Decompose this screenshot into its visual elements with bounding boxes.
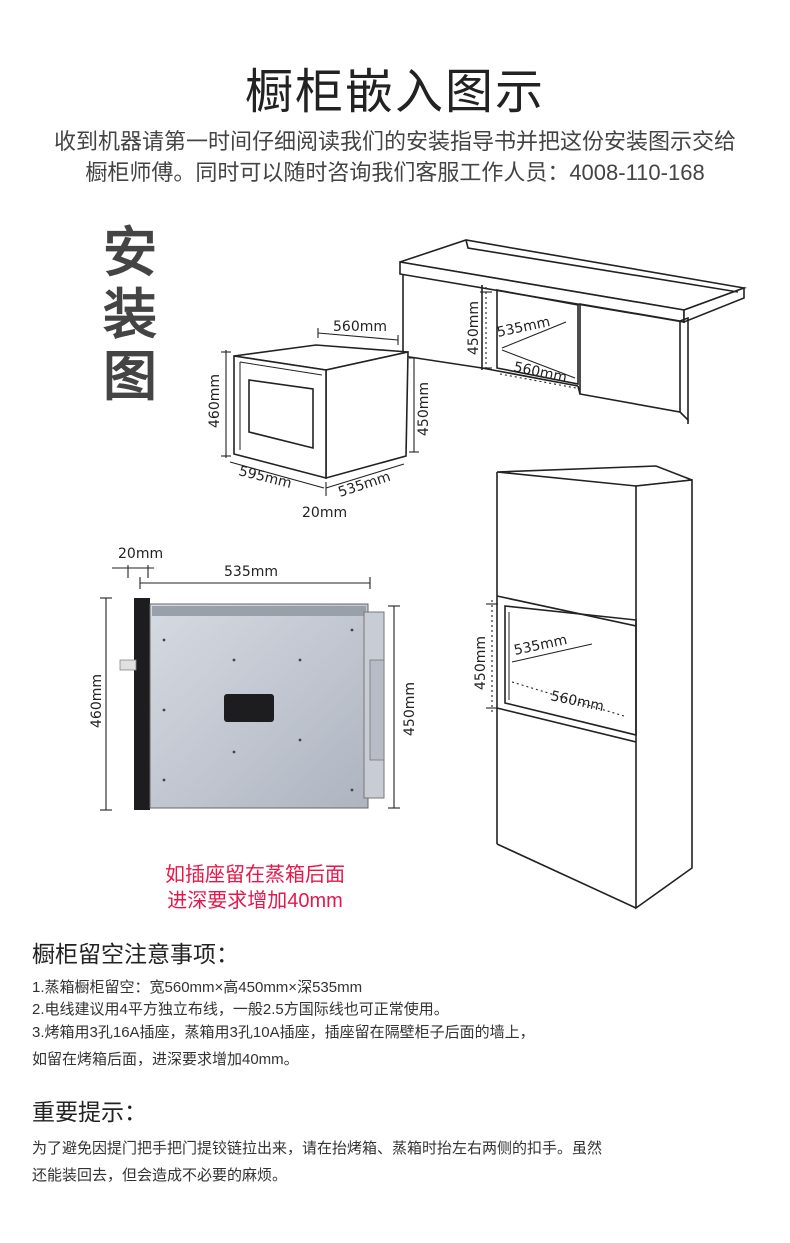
oven-width-label: 560mm (333, 319, 387, 335)
intro-line-1: 收到机器请第一时间仔细阅读我们的安装指导书并把这份安装图示交给 (53, 129, 736, 154)
cabinet-note: 2.电线建议用4平方独立布线，一般2.5方国际线也可正常使用。 (32, 1001, 449, 1018)
socket-note-line-1: 如插座留在蒸箱后面 (165, 864, 345, 886)
oven-height-label: 460mm (207, 374, 223, 428)
side-height-label: 460mm (89, 674, 105, 728)
oven-depth-label: 535mm (336, 469, 392, 501)
tall-dimension-marks (486, 600, 625, 717)
tip-line: 为了避免因提门把手把门提铰链拉出来，请在抬烤箱、蒸箱时抬左右两侧的扣手。虽然 (32, 1140, 603, 1157)
section-label-char: 安 (103, 223, 157, 283)
page-title: 橱柜嵌入图示 (244, 66, 545, 119)
cabinet-depth-label: 535mm (496, 314, 552, 341)
intro-line-2: 橱柜师傅。同时可以随时咨询我们客服工作人员：4008-110-168 (85, 160, 705, 185)
base-cabinet-drawing (399, 239, 748, 424)
section-label: 安 装 图 (100, 222, 160, 408)
cabinet-notes-heading: 橱柜留空注意事项： (32, 941, 239, 967)
oven-body-height-label: 450mm (416, 382, 432, 436)
tip-line: 还能装回去，但会造成不必要的麻烦。 (32, 1167, 288, 1184)
section-label-char: 装 (103, 285, 157, 345)
side-body-height-label: 450mm (402, 682, 418, 736)
section-label-char: 图 (103, 347, 157, 407)
tall-width-label: 560mm (549, 688, 605, 715)
cabinet-bottom-width-label: 560mm (512, 359, 568, 386)
tall-height-label: 450mm (473, 636, 489, 690)
side-depth-label: 535mm (224, 564, 278, 580)
socket-note-line-2: 进深要求增加40mm (167, 890, 343, 912)
tips-heading: 重要提示： (32, 1099, 147, 1125)
cabinet-dimension-marks (480, 287, 577, 389)
tall-depth-label: 535mm (513, 632, 569, 659)
steam-oven-drawing (233, 344, 409, 480)
cabinet-height-label: 450mm (466, 301, 482, 355)
oven-dimension-marks (221, 328, 419, 496)
tall-cabinet-drawing (496, 465, 693, 910)
cabinet-note: 如留在烤箱后面，进深要求增加40mm。 (32, 1051, 299, 1068)
side-view-drawing (119, 598, 385, 810)
side-dimension-marks (100, 565, 400, 811)
cabinet-note: 1.蒸箱橱柜留空：宽560mm×高450mm×深535mm (32, 979, 363, 996)
side-gap-label: 20mm (118, 546, 163, 562)
oven-gap-label: 20mm (302, 505, 347, 521)
cabinet-note: 3.烤箱用3孔16A插座，蒸箱用3孔10A插座，插座留在隔壁柜子后面的墙上， (32, 1024, 535, 1041)
